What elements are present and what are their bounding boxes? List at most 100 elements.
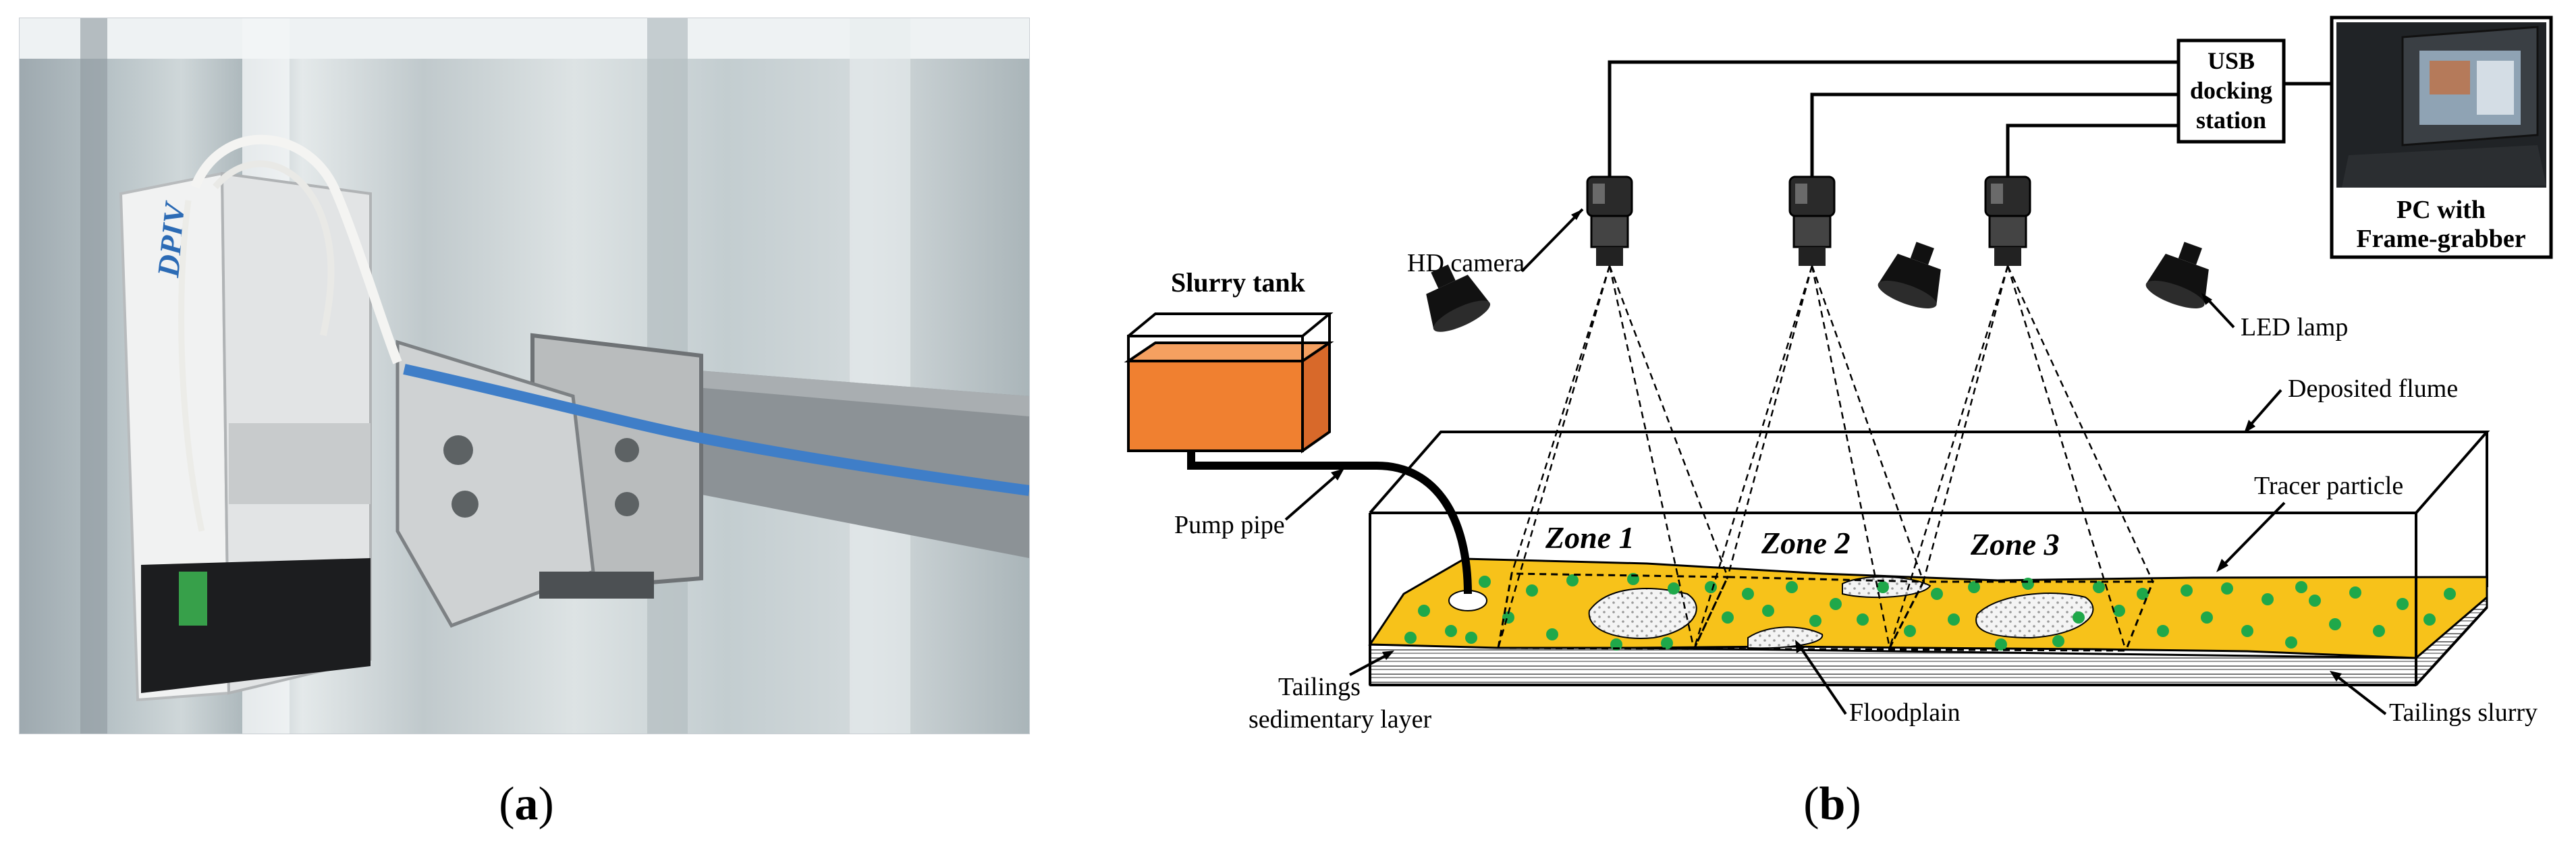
led-lamp-leader (2204, 296, 2235, 329)
tracer-particle (2052, 635, 2064, 647)
zone-2-label: Zone 2 (1761, 526, 1851, 560)
zone-1-label: Zone 1 (1545, 520, 1635, 555)
tracer-particle (2285, 636, 2297, 649)
tracer-particles (1404, 573, 2456, 651)
bolt (615, 438, 639, 462)
tracer-particle-arrowhead (2216, 559, 2228, 572)
tracer-particle (2396, 598, 2409, 610)
tracer-particle (1479, 576, 1491, 588)
tracer-particle (1722, 611, 1734, 624)
caption-b: (b) (1803, 778, 1861, 830)
tank-wall-top (1127, 312, 1334, 337)
tailings-slurry-arrowhead (2330, 671, 2342, 682)
wire-camera-1 (1608, 60, 2178, 177)
flume-bottom-right (2415, 606, 2488, 686)
pc-label-line2: Frame-grabber (2356, 225, 2525, 253)
caption-a-letter: a (514, 778, 539, 830)
tracer-particle (2137, 588, 2149, 600)
tracer-particle (1526, 584, 1538, 597)
zone-3-label: Zone 3 (1970, 527, 2060, 561)
deposited-flume-leader (2246, 389, 2282, 430)
floodplain-patches (1448, 576, 2094, 649)
tracer-particle (1877, 581, 1889, 593)
tracer-particle (2423, 613, 2436, 626)
zone-boundaries (1497, 572, 2155, 652)
tracer-particle (2157, 625, 2169, 637)
tailings-slurry-label: Tailings slurry (2389, 698, 2538, 727)
tracer-particle-label: Tracer particle (2254, 472, 2403, 500)
camera-body-dark (141, 558, 371, 693)
camera-housing-rear (229, 423, 371, 504)
tracer-particle (2093, 581, 2105, 593)
deposited-flume-label: Deposited flume (2288, 375, 2458, 403)
caption-a: (a) (499, 778, 554, 830)
wire-camera-3 (2006, 123, 2178, 177)
white-cable (213, 160, 335, 336)
tracer-particle (1668, 582, 1680, 595)
bolt (443, 435, 473, 465)
floodplain-patch (1588, 588, 1697, 639)
window-pillar (850, 18, 910, 734)
camera-fov-lines (1497, 265, 2154, 651)
hd-camera-arrowhead (1571, 209, 1583, 220)
usb-wires (1608, 60, 2332, 177)
display-image (2430, 61, 2470, 94)
tracer-particle (1546, 628, 1558, 640)
tailings-sed-label-line1: Tailings (1278, 673, 1361, 701)
display-panel (2477, 61, 2514, 115)
panel-a-photo: DPIV (19, 18, 1030, 734)
tracer-particle (1968, 581, 1980, 593)
tracer-particle (1566, 574, 1579, 586)
tracer-particle (1404, 632, 1417, 644)
laptop-keyboard (2342, 145, 2546, 188)
green-connector (179, 572, 207, 626)
led-lamp-3 (2145, 242, 2209, 308)
pump-pipe (1187, 451, 1472, 595)
pump-pipe-leader (1284, 471, 1341, 521)
tailings-sed-leader (1349, 652, 1391, 676)
tank-fluid-top (1124, 341, 1334, 362)
usb-label-line1: USB (2208, 47, 2255, 74)
tracer-particle (1705, 581, 1717, 593)
tracer-particle (1995, 638, 2007, 651)
led-lamp-arrowhead (2201, 293, 2212, 305)
deposited-flume-arrowhead (2244, 420, 2255, 433)
hd-camera-1 (1586, 175, 1633, 266)
wire-camera-2 (1810, 92, 2178, 177)
hd-camera-leader (1520, 208, 1584, 273)
tank-fluid-side (1301, 340, 1331, 454)
hd-camera-label: HD camera (1407, 249, 1525, 277)
tracer-particle (2349, 586, 2361, 599)
floodplain-leader (1797, 643, 1847, 715)
pump-pipe-label: Pump pipe (1174, 511, 1285, 539)
tracer-particle (2181, 584, 2193, 597)
bolt (615, 492, 639, 516)
slurry-tank-label: Slurry tank (1171, 267, 1306, 298)
usb-docking-station-box (2176, 38, 2286, 144)
tracer-particle (1502, 611, 1514, 624)
led-lamp-label: LED lamp (2241, 313, 2348, 341)
pump-pipe-arrowhead (1331, 468, 1344, 481)
white-cable (190, 134, 402, 364)
tracer-particle (2295, 581, 2307, 593)
hd-camera-2 (1788, 175, 1836, 266)
hd-camera-3 (1984, 175, 2031, 266)
tracer-particle (1661, 637, 1673, 649)
mount-plate (395, 339, 595, 628)
white-cable (178, 200, 205, 532)
tracer-particle (2262, 593, 2274, 605)
window-pillar (80, 18, 107, 734)
slurry-surface (1368, 557, 2488, 659)
pc-unit: PC with Frame-grabber (2330, 16, 2553, 259)
tracer-particle (2241, 625, 2253, 637)
tracer-particle (1830, 598, 1842, 610)
tracer-particle (2073, 611, 2085, 624)
usb-label-line3: station (2196, 107, 2266, 134)
tank-fluid-front (1127, 360, 1304, 452)
tailings-sed-arrowhead (1382, 651, 1394, 660)
tracer-particle (1762, 605, 1774, 617)
tracer-particle-leader (2219, 501, 2286, 570)
tracer-particle (1931, 588, 1943, 600)
tracer-particle (2022, 578, 2034, 590)
